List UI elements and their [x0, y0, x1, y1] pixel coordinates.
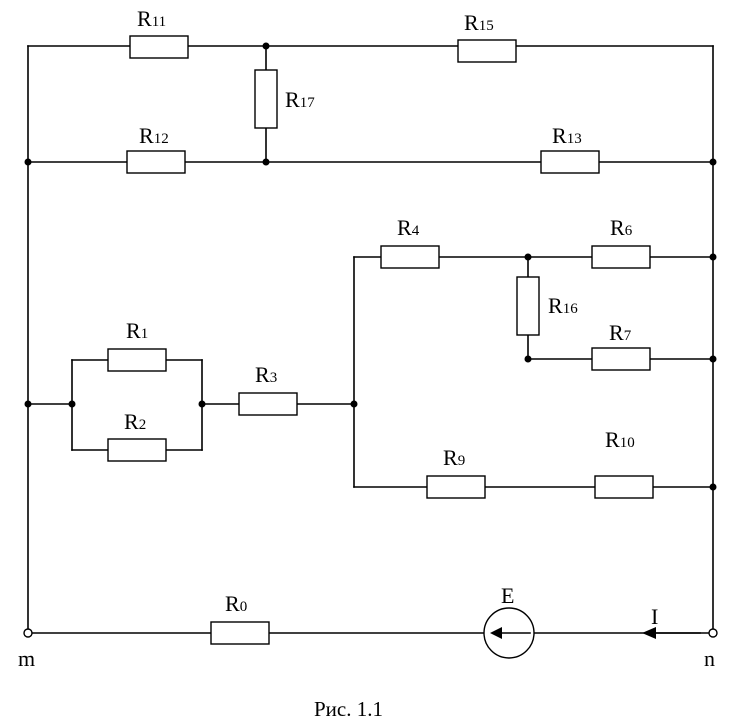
source-arrow-head: [490, 627, 502, 639]
junction-dot: [24, 400, 32, 408]
label-r0: R0: [225, 591, 247, 616]
label-r3: R3: [255, 362, 277, 387]
resistor-r17: [254, 69, 278, 129]
label-r2: R2: [124, 409, 146, 434]
resistor-r6: [591, 245, 651, 269]
label-r4: R4: [397, 215, 420, 240]
resistor-r1: [107, 348, 167, 372]
label-r11: R11: [137, 6, 166, 31]
resistor-r3: [238, 392, 298, 416]
label-r15: R15: [464, 10, 494, 35]
junction-dot: [24, 158, 32, 166]
label-r6: R6: [610, 215, 633, 240]
resistor-r4: [380, 245, 440, 269]
label-source-e: E: [501, 583, 514, 608]
resistor-r15: [457, 39, 517, 63]
resistor-r2: [107, 438, 167, 462]
junction-dot: [198, 400, 206, 408]
label-r17: R17: [285, 87, 315, 112]
label-r12: R12: [139, 123, 169, 148]
terminal-m: [23, 628, 33, 638]
resistor-r9: [426, 475, 486, 499]
current-arrow-head: [642, 627, 656, 639]
junction-dot: [68, 400, 76, 408]
resistor-r11: [129, 35, 189, 59]
junction-dot: [524, 253, 532, 261]
junction-dot: [709, 253, 717, 261]
voltage-source-e: [483, 607, 535, 659]
label-r7: R7: [609, 320, 632, 345]
label-r16: R16: [548, 293, 578, 318]
resistor-r7: [591, 347, 651, 371]
current-arrow: [642, 627, 701, 639]
resistor-r16: [516, 276, 540, 336]
resistor-r10: [594, 475, 654, 499]
resistors: [107, 35, 654, 645]
label-r13: R13: [552, 123, 582, 148]
label-terminal-m: m: [18, 646, 35, 671]
junctions: [24, 42, 717, 491]
label-current-i: I: [651, 604, 658, 629]
terminals: [23, 628, 718, 638]
junction-dot: [350, 400, 358, 408]
label-r10: R10: [605, 427, 635, 452]
junction-dot: [262, 42, 270, 50]
junction-dot: [709, 483, 717, 491]
terminal-n: [708, 628, 718, 638]
junction-dot: [709, 158, 717, 166]
resistor-r12: [126, 150, 186, 174]
label-r1: R1: [126, 318, 148, 343]
resistor-labels: R11 R15 R17 R12 R13 R4 R6 R16 R7 R1 R2 R…: [124, 6, 635, 616]
figure-caption: Рис. 1.1: [314, 697, 383, 721]
junction-dot: [709, 355, 717, 363]
junction-dot: [524, 355, 532, 363]
junction-dot: [262, 158, 270, 166]
label-terminal-n: n: [704, 646, 715, 671]
label-r9: R9: [443, 445, 465, 470]
resistor-r13: [540, 150, 600, 174]
resistor-r0: [210, 621, 270, 645]
